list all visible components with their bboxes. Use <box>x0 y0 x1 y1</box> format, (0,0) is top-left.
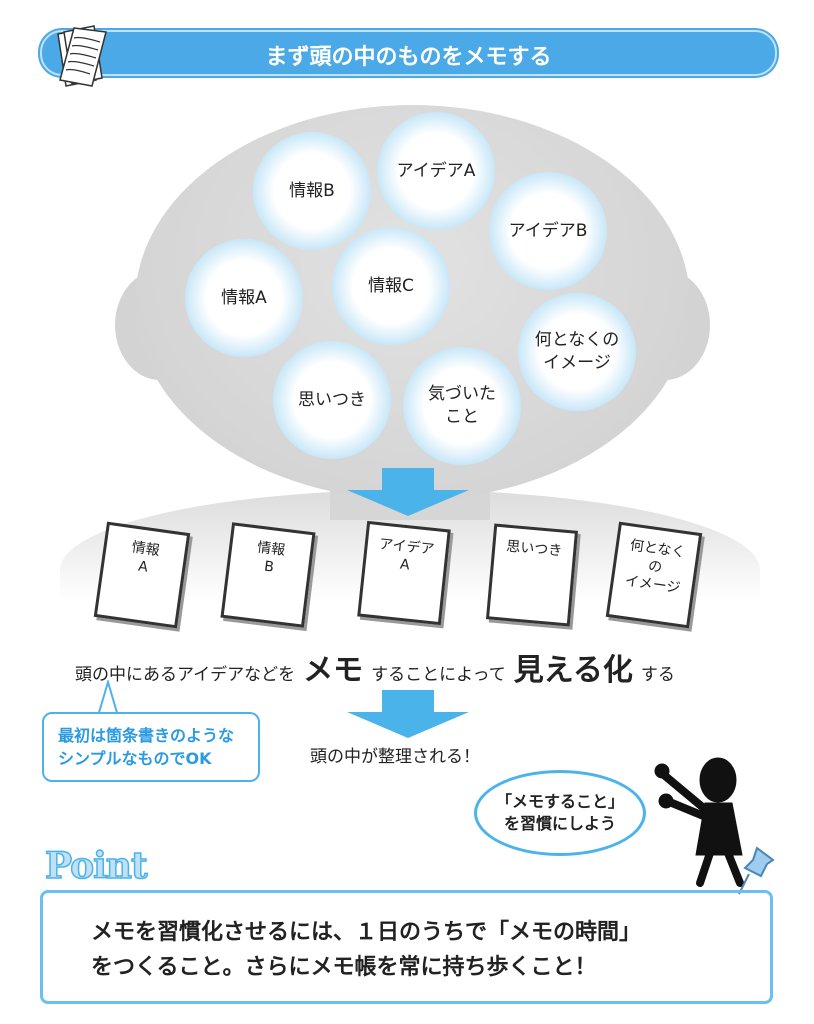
person-figure-icon <box>654 757 744 887</box>
papers-icon <box>57 25 107 87</box>
sentence-part: する <box>640 665 675 685</box>
point-label: Point <box>44 844 148 888</box>
memo-paper: 情報 A <box>93 521 191 629</box>
header-bar: まず頭の中のものをメモする <box>40 30 777 76</box>
idea-bubble: 情報C <box>332 227 450 345</box>
memo-paper: アイデア A <box>357 520 451 626</box>
callout-box: 最初は箇条書きのような シンプルなものでOK <box>42 712 260 782</box>
pushpin-icon <box>738 846 775 895</box>
sentence-emphasis: メモ <box>303 653 364 688</box>
memo-paper: 何となく の イメージ <box>605 521 703 629</box>
memo-paper: 情報 B <box>220 522 316 628</box>
sentence-emphasis: 見える化 <box>513 653 633 688</box>
memo-paper: 思いつき <box>485 523 579 627</box>
header-title: まず頭の中のものをメモする <box>265 45 552 70</box>
idea-bubble: 気づいた こと <box>403 347 521 465</box>
speech-bubble: 「メモすること」 を習慣にしよう <box>474 770 646 856</box>
callout-pointer <box>97 680 119 716</box>
idea-bubble: アイデアA <box>377 112 495 230</box>
idea-bubble: 何となくの イメージ <box>518 293 636 411</box>
idea-bubble: 思いつき <box>273 341 391 459</box>
result-text: 頭の中が整理される！ <box>310 747 480 767</box>
sentence-part: することによって <box>371 665 506 685</box>
main-sentence: 頭の中にあるアイデアなどをメモすることによって見える化する <box>75 645 675 689</box>
point-box: メモを習慣化させるには、１日のうちで「メモの時間」 をつくること。さらにメモ帳を… <box>40 890 773 1004</box>
idea-bubble: アイデアB <box>489 172 607 290</box>
sentence-part: 頭の中にあるアイデアなどを <box>75 665 296 685</box>
idea-bubble: 情報A <box>185 239 303 357</box>
idea-bubble: 情報B <box>253 132 371 250</box>
